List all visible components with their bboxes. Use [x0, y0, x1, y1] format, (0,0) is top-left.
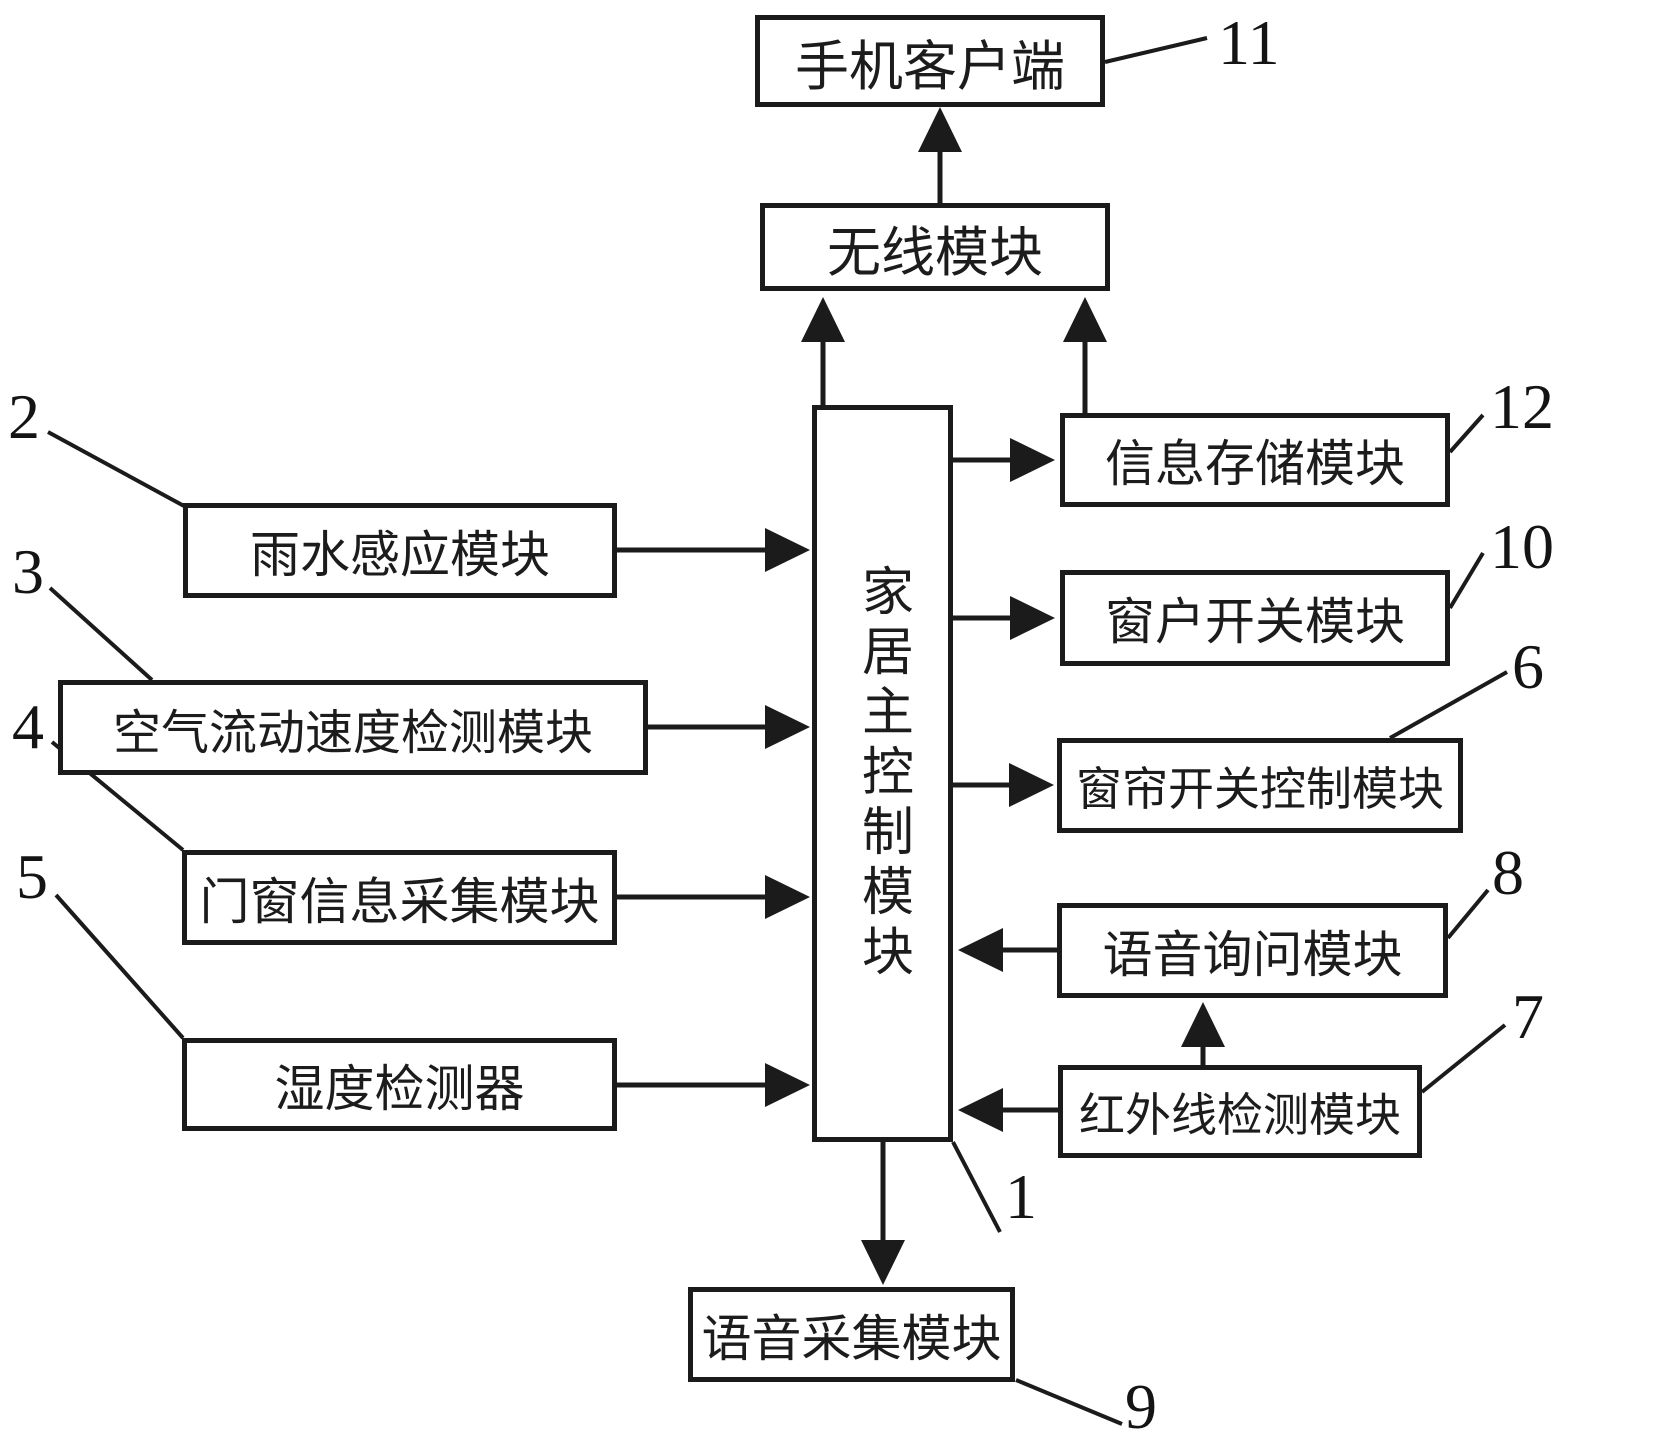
node-humidity-detector: 湿度检测器	[182, 1038, 617, 1131]
leader-11	[1104, 36, 1208, 64]
ref-label-4: 4	[12, 691, 44, 762]
leader-3	[48, 586, 154, 682]
edge-main-to-curtain	[953, 763, 1054, 807]
ref-label-10: 10	[1490, 511, 1554, 582]
edge-infrared-to-inquiry	[1181, 1002, 1225, 1065]
node-infrared-detection-module: 红外线检测模块	[1058, 1065, 1422, 1158]
edge-infrared-to-main	[958, 1088, 1058, 1132]
node-voice-collection-module: 语音采集模块	[688, 1287, 1015, 1382]
ref-label-3: 3	[12, 536, 44, 607]
ref-label-1: 1	[1005, 1161, 1037, 1232]
leader-8	[1446, 888, 1490, 940]
leader-5	[54, 893, 185, 1040]
edge-main-to-window	[953, 596, 1055, 640]
node-info-storage-module: 信息存储模块	[1060, 413, 1450, 507]
node-main-label: 家居主控制模块	[852, 563, 913, 984]
node-air-flow-speed-detection-module: 空气流动速度检测模块	[58, 680, 648, 775]
leader-9	[1015, 1378, 1123, 1426]
node-door-window-info-collection-module: 门窗信息采集模块	[182, 850, 617, 945]
node-window-switch-module: 窗户开关模块	[1060, 570, 1450, 666]
leader-10	[1448, 551, 1485, 610]
edge-inquiry-to-main	[958, 928, 1057, 972]
edge-storage-to-wireless	[1063, 297, 1107, 413]
edge-main-to-collect	[861, 1142, 905, 1285]
leader-lines	[47, 36, 1508, 1426]
leader-12	[1448, 413, 1485, 454]
ref-label-2: 2	[8, 381, 40, 452]
leader-2	[47, 430, 185, 508]
node-wireless-module: 无线模块	[760, 203, 1110, 291]
ref-label-5: 5	[16, 841, 48, 912]
ref-label-12: 12	[1490, 371, 1554, 442]
ref-label-9: 9	[1125, 1371, 1157, 1442]
edge-door-to-main	[617, 875, 810, 919]
node-curtain-switch-control-module: 窗帘开关控制模块	[1057, 738, 1463, 833]
node-home-main-control-module: 家居主控制模块	[812, 405, 953, 1142]
node-rain-sensing-module: 雨水感应模块	[183, 503, 617, 598]
ref-label-8: 8	[1492, 837, 1524, 908]
leader-6	[1389, 670, 1508, 740]
ref-label-7: 7	[1512, 981, 1544, 1052]
edge-rain-to-main	[617, 528, 810, 572]
ref-label-6: 6	[1512, 631, 1544, 702]
edge-air-to-main	[648, 705, 810, 749]
node-voice-inquiry-module: 语音询问模块	[1057, 903, 1448, 998]
edge-humidity-to-main	[617, 1063, 810, 1107]
leader-7	[1420, 1023, 1507, 1094]
edge-main-to-storage	[953, 438, 1055, 482]
ref-label-11: 11	[1218, 7, 1280, 78]
leader-1	[951, 1141, 1002, 1233]
edge-main-to-wireless	[801, 297, 845, 405]
node-phone-client: 手机客户端	[755, 15, 1105, 107]
